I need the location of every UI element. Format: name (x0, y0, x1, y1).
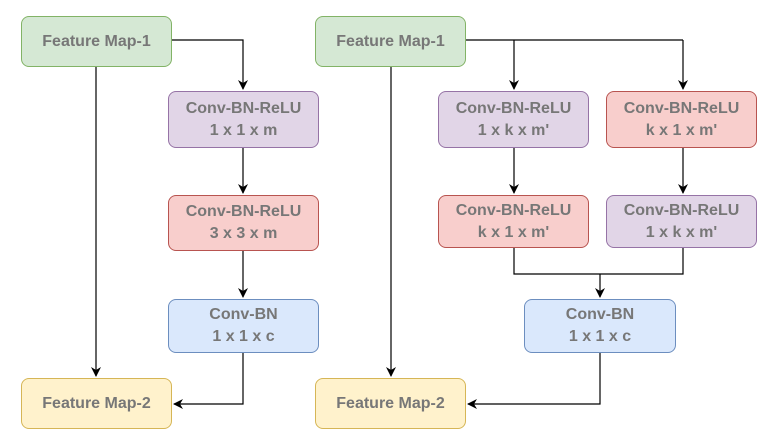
right-branch-b-conv-1xk: Conv-BN-ReLU 1 x k x m' (606, 195, 757, 248)
left-input-label: Feature Map-1 (42, 32, 151, 50)
node-title: Conv-BN-ReLU (623, 201, 740, 219)
right-output-feature-map: Feature Map-2 (315, 378, 466, 429)
left-output-feature-map: Feature Map-2 (21, 378, 172, 429)
node-shape: 3 x 3 x m (209, 225, 278, 242)
right-conv-bn-1x1: Conv-BN 1 x 1 x c (524, 299, 676, 353)
node-shape: k x 1 x m' (645, 121, 718, 139)
node-title: Conv-BN-ReLU (623, 99, 740, 117)
edge-right-branches-merge (513, 248, 684, 275)
edge-left-input-to-conv1 (172, 39, 248, 90)
node-shape: 1 x 1 x c (568, 328, 632, 345)
node-shape: 1 x k x m' (477, 121, 550, 139)
node-title: Conv-BN-ReLU (455, 201, 572, 219)
right-branch-a-conv-kx1: Conv-BN-ReLU k x 1 x m' (438, 195, 589, 248)
node-shape: 1 x 1 x c (212, 328, 275, 345)
right-input-feature-map: Feature Map-1 (315, 16, 466, 67)
node-shape: k x 1 x m' (477, 223, 550, 241)
edge-right-convbn-to-output (467, 353, 601, 409)
node-title: Conv-BN (565, 306, 635, 323)
node-shape: 1 x k x m' (645, 223, 718, 241)
left-conv-bn-relu-3x3: Conv-BN-ReLU 3 x 3 x m (168, 195, 319, 251)
node-title: Conv-BN-ReLU (455, 99, 572, 117)
node-title: Conv-BN-ReLU (185, 203, 302, 220)
right-output-label: Feature Map-2 (336, 394, 445, 412)
left-conv-bn-1x1: Conv-BN 1 x 1 x c (168, 299, 319, 353)
node-title: Conv-BN-ReLU (185, 99, 302, 117)
left-output-label: Feature Map-2 (42, 394, 151, 412)
edge-left-conv3-to-output (173, 353, 244, 409)
right-input-label: Feature Map-1 (336, 32, 445, 50)
left-input-feature-map: Feature Map-1 (21, 16, 172, 67)
right-branch-a-conv-1xk: Conv-BN-ReLU 1 x k x m' (438, 91, 589, 148)
node-shape: 1 x 1 x m (209, 121, 278, 139)
right-branch-b-conv-kx1: Conv-BN-ReLU k x 1 x m' (606, 91, 757, 148)
node-title: Conv-BN (209, 306, 278, 323)
left-conv-bn-relu-1x1: Conv-BN-ReLU 1 x 1 x m (168, 91, 319, 148)
